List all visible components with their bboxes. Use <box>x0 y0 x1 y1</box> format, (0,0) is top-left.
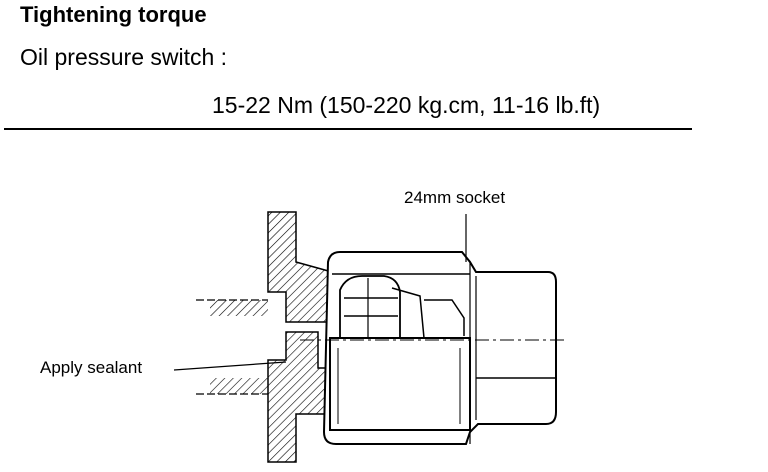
socket-label: 24mm socket <box>404 188 506 207</box>
sealant-leader-line <box>173 361 287 371</box>
page-title: Tightening torque <box>20 2 207 27</box>
oil-pressure-switch <box>329 275 471 431</box>
engine-block-wall <box>196 211 333 463</box>
torque-specification: 15-22 Nm (150-220 kg.cm, 11-16 lb.ft) <box>212 92 601 118</box>
component-name: Oil pressure switch : <box>20 44 228 70</box>
divider-line <box>4 128 692 130</box>
sealant-label: Apply sealant <box>40 358 143 377</box>
